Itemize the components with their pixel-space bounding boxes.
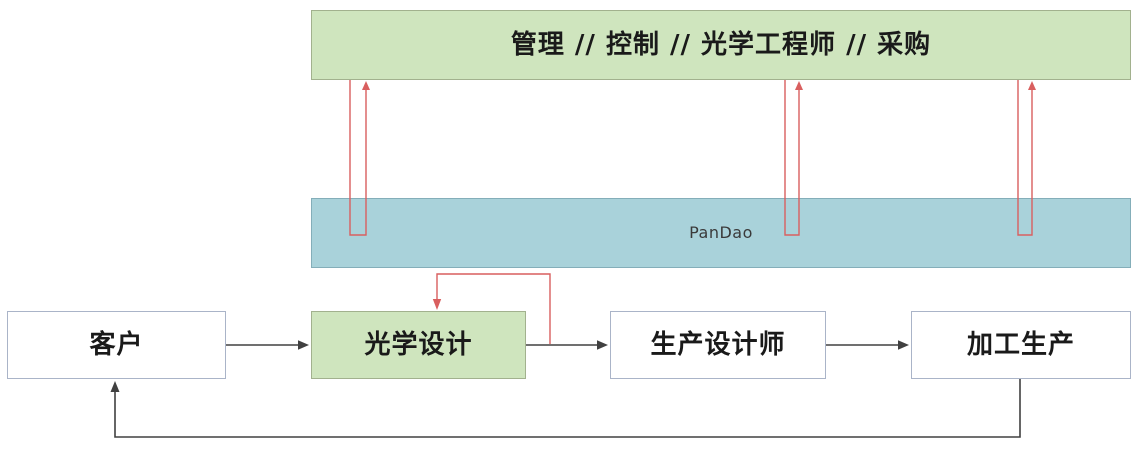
production-designer-label: 生产设计师 bbox=[650, 329, 786, 360]
arrow-optical-design-to-production-designer bbox=[526, 340, 608, 350]
manufacturing-box: 加工生产 bbox=[911, 311, 1131, 379]
arrow-customer-to-optical-design bbox=[226, 340, 309, 350]
management-roles-label: 管理 // 控制 // 光学工程师 // 采购 bbox=[510, 29, 932, 60]
management-roles-box: 管理 // 控制 // 光学工程师 // 采购 bbox=[311, 10, 1131, 80]
arrow-production-designer-to-manufacturing bbox=[826, 340, 909, 350]
pandao-box: PanDao bbox=[311, 198, 1131, 268]
customer-box: 客户 bbox=[7, 311, 226, 379]
arrow-manufacturing-to-customer-feedback bbox=[110, 379, 1021, 438]
optical-design-label: 光学设计 bbox=[364, 329, 473, 360]
production-designer-box: 生产设计师 bbox=[610, 311, 826, 379]
manufacturing-label: 加工生产 bbox=[966, 329, 1075, 360]
pandao-label: PanDao bbox=[689, 223, 753, 243]
optical-design-box: 光学设计 bbox=[311, 311, 526, 379]
customer-label: 客户 bbox=[89, 329, 144, 360]
